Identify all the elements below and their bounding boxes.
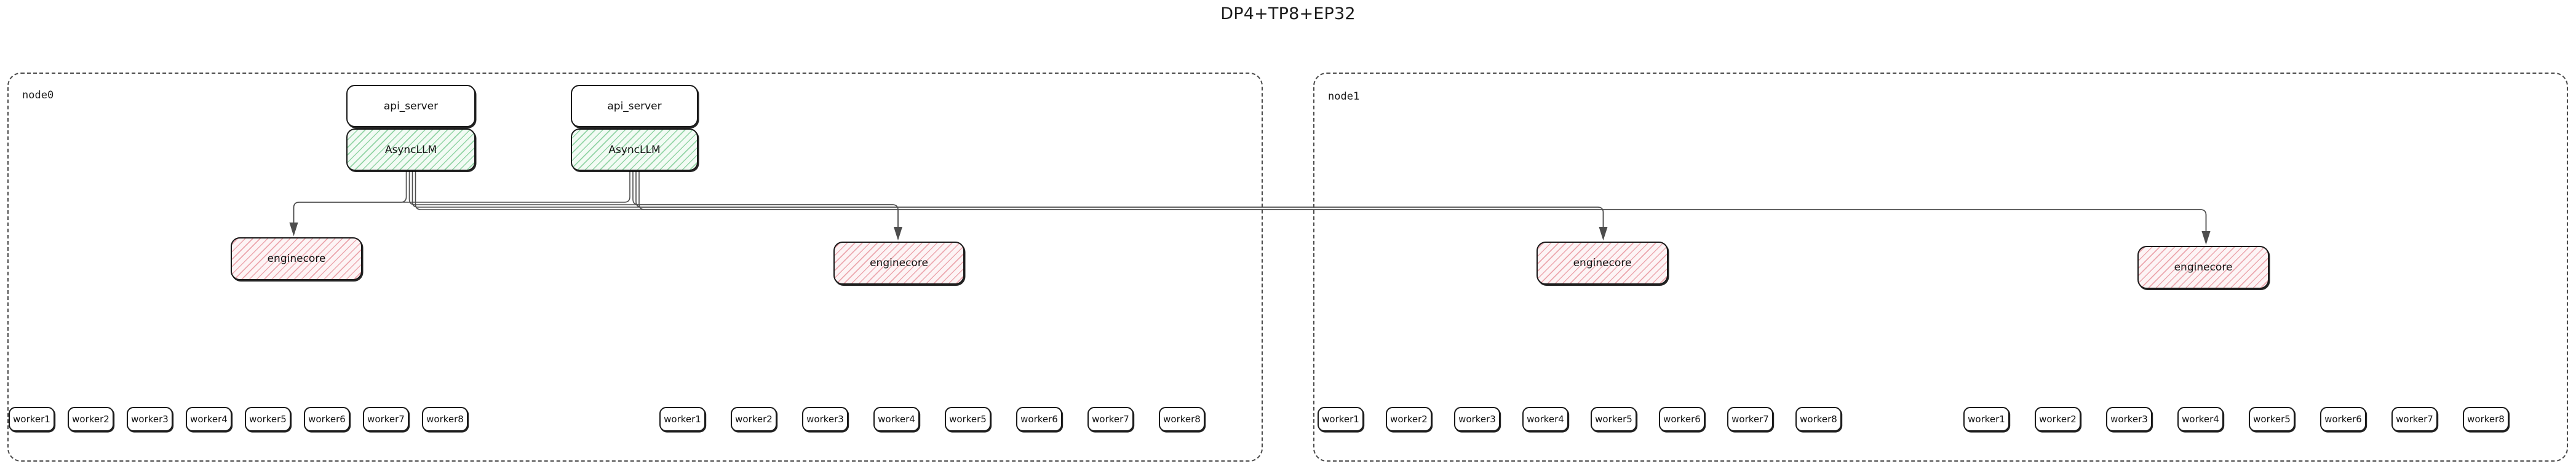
worker-box-label: worker7 <box>1092 414 1129 425</box>
worker-box-label: worker1 <box>13 414 50 425</box>
worker-box[interactable]: worker8 <box>1159 407 1205 432</box>
enginecore-box[interactable]: enginecore <box>833 242 964 285</box>
enginecore-box[interactable]: enginecore <box>1536 242 1668 285</box>
cluster-label-node0: node0 <box>22 89 54 101</box>
worker-box-label: worker4 <box>2182 414 2219 425</box>
worker-box[interactable]: worker2 <box>68 407 114 432</box>
worker-box[interactable]: worker2 <box>1386 407 1432 432</box>
worker-box[interactable]: worker7 <box>1087 407 1134 432</box>
worker-box[interactable]: worker4 <box>873 407 920 432</box>
worker-box[interactable]: worker6 <box>1659 407 1705 432</box>
worker-box-label: worker8 <box>1800 414 1837 425</box>
worker-box[interactable]: worker3 <box>2106 407 2152 432</box>
worker-box[interactable]: worker5 <box>245 407 291 432</box>
worker-box-label: worker8 <box>2467 414 2505 425</box>
worker-box-label: worker5 <box>2253 414 2291 425</box>
worker-box-label: worker3 <box>806 414 844 425</box>
worker-box-label: worker8 <box>426 414 464 425</box>
api-server-box[interactable]: api_server <box>571 85 698 127</box>
worker-box[interactable]: worker8 <box>1795 407 1842 432</box>
worker-box-label: worker6 <box>308 414 346 425</box>
api-server-box-label: api_server <box>383 100 439 112</box>
worker-box[interactable]: worker8 <box>2463 407 2509 432</box>
worker-box[interactable]: worker3 <box>127 407 173 432</box>
worker-box[interactable]: worker2 <box>731 407 777 432</box>
worker-box-label: worker6 <box>1020 414 1058 425</box>
worker-box[interactable]: worker7 <box>363 407 409 432</box>
worker-box[interactable]: worker7 <box>2391 407 2438 432</box>
worker-box[interactable]: worker1 <box>1318 407 1364 432</box>
enginecore-box-label: enginecore <box>2174 261 2233 274</box>
worker-box[interactable]: worker5 <box>1591 407 1637 432</box>
page-title: DP4+TP8+EP32 <box>1220 4 1356 23</box>
worker-box[interactable]: worker6 <box>304 407 350 432</box>
worker-box[interactable]: worker1 <box>659 407 706 432</box>
enginecore-box-label: enginecore <box>267 253 326 265</box>
worker-box[interactable]: worker6 <box>2320 407 2366 432</box>
worker-box-label: worker5 <box>949 414 987 425</box>
api-server-box[interactable]: api_server <box>346 85 475 127</box>
worker-box[interactable]: worker4 <box>186 407 232 432</box>
worker-box-label: worker4 <box>1527 414 1564 425</box>
worker-box-label: worker4 <box>190 414 228 425</box>
worker-box-label: worker5 <box>1595 414 1632 425</box>
api-server-box-label: api_server <box>607 100 662 112</box>
worker-box-label: worker3 <box>131 414 169 425</box>
worker-box-label: worker6 <box>2324 414 2362 425</box>
worker-box[interactable]: worker1 <box>1963 407 2010 432</box>
worker-box[interactable]: worker5 <box>945 407 991 432</box>
worker-box-label: worker4 <box>878 414 915 425</box>
worker-box[interactable]: worker7 <box>1727 407 1773 432</box>
worker-box-label: worker8 <box>1163 414 1201 425</box>
worker-box-label: worker2 <box>735 414 773 425</box>
worker-box[interactable]: worker3 <box>1454 407 1500 432</box>
enginecore-box-label: enginecore <box>870 257 928 269</box>
worker-box[interactable]: worker4 <box>2177 407 2224 432</box>
asyncllm-box-label: AsyncLLM <box>608 143 661 156</box>
worker-box[interactable]: worker3 <box>802 407 848 432</box>
worker-box[interactable]: worker4 <box>1522 407 1568 432</box>
worker-box-label: worker2 <box>2039 414 2077 425</box>
asyncllm-box[interactable]: AsyncLLM <box>571 128 698 171</box>
worker-box-label: worker2 <box>72 414 109 425</box>
worker-box-label: worker2 <box>1390 414 1428 425</box>
worker-box-label: worker3 <box>2110 414 2148 425</box>
asyncllm-box[interactable]: AsyncLLM <box>346 128 475 171</box>
worker-box[interactable]: worker6 <box>1016 407 1062 432</box>
asyncllm-box-label: AsyncLLM <box>384 143 437 156</box>
cluster-node1 <box>1313 73 2568 462</box>
worker-box-label: worker7 <box>1731 414 1769 425</box>
cluster-node0 <box>7 73 1263 462</box>
worker-box-label: worker6 <box>1663 414 1701 425</box>
worker-box-label: worker3 <box>1458 414 1496 425</box>
worker-box[interactable]: worker1 <box>9 407 55 432</box>
worker-box[interactable]: worker5 <box>2249 407 2295 432</box>
worker-box[interactable]: worker2 <box>2035 407 2081 432</box>
worker-box[interactable]: worker8 <box>422 407 468 432</box>
worker-box-label: worker5 <box>249 414 287 425</box>
worker-box-label: worker7 <box>367 414 405 425</box>
enginecore-box-label: enginecore <box>1573 257 1632 269</box>
cluster-label-node1: node1 <box>1328 90 1360 103</box>
worker-box-label: worker7 <box>2396 414 2433 425</box>
worker-box-label: worker1 <box>664 414 701 425</box>
worker-box-label: worker1 <box>1322 414 1359 425</box>
enginecore-box[interactable]: enginecore <box>231 237 362 280</box>
enginecore-box[interactable]: enginecore <box>2137 246 2269 289</box>
worker-box-label: worker1 <box>1968 414 2005 425</box>
